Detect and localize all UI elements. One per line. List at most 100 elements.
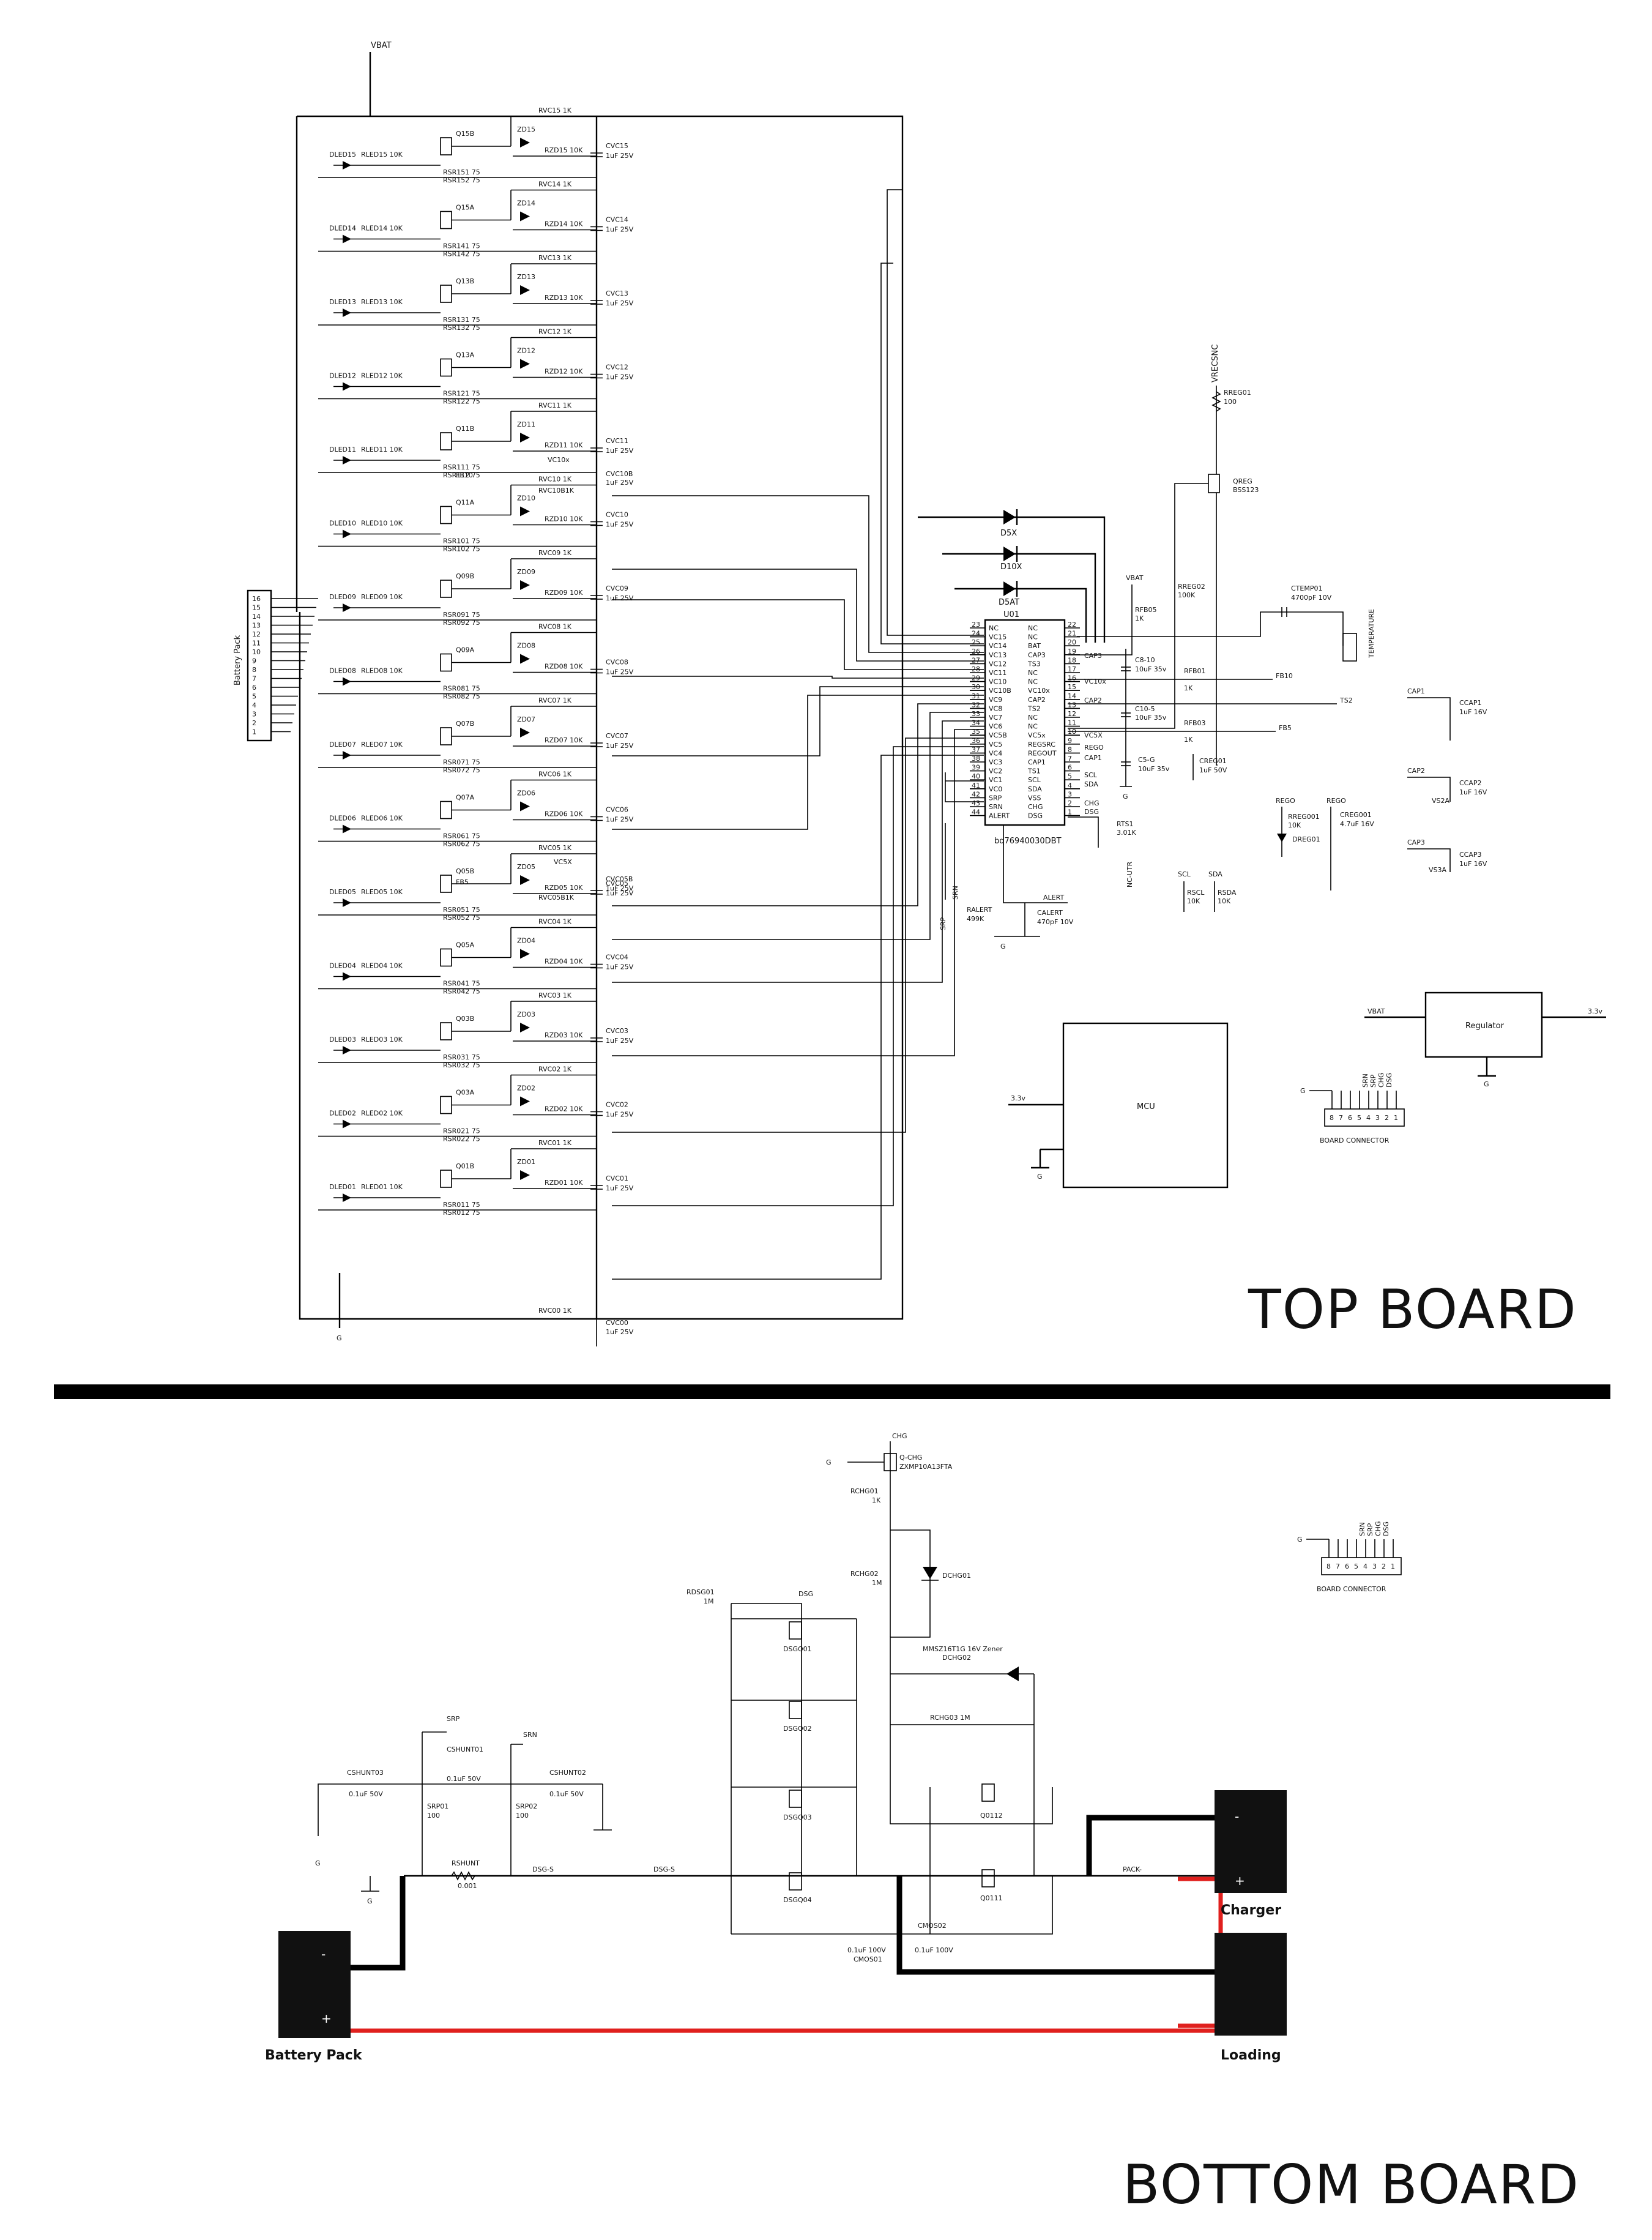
cell-mosfet: [440, 137, 452, 155]
ic-left-pin-num: 42: [972, 790, 980, 798]
ic-left-pin-name: NC: [989, 624, 999, 632]
rfb03-label: RFB03: [1184, 719, 1206, 727]
dled-label: DLED06: [329, 815, 356, 823]
rsr2-label: RSR012 75: [443, 1209, 480, 1217]
zener-label: ZD15: [517, 125, 535, 133]
bc-top-gnd: G: [1300, 1087, 1306, 1095]
rvc-label: RVC04 1K: [538, 918, 572, 926]
regulator-3v3: 3.3v: [1588, 1007, 1602, 1015]
charger-label: Charger: [1221, 1903, 1281, 1918]
qreg-part: BSS123: [1233, 486, 1259, 494]
cvc-value: 1uF 25V: [606, 742, 634, 750]
ralert-val: 499K: [967, 915, 984, 923]
mcu-block: MCU 3.3v G: [1008, 1022, 1229, 1189]
dsg-mosfet-label: DSGQ03: [783, 1813, 812, 1821]
status-led: [343, 1046, 351, 1055]
dled-label: DLED14: [329, 225, 356, 233]
cvc10b-label: CVC10B: [606, 470, 633, 478]
mosfet-label: Q15B: [456, 130, 474, 138]
diode-d10x-label: D10X: [1000, 562, 1022, 572]
c10-label: C10-5: [1135, 705, 1155, 713]
rego-label-2: REGO: [1326, 797, 1346, 805]
battery-pack-block: [278, 1931, 351, 2038]
ic-right-pin-name: SDA: [1028, 785, 1042, 793]
ic-left-pin-num: 36: [972, 737, 980, 745]
rled-label: RLED14 10K: [361, 225, 403, 233]
ic-wire-label: SDA: [1084, 780, 1098, 788]
rsr2-label: RSR062 75: [443, 840, 480, 848]
fb5-short-label: FB5: [456, 878, 469, 886]
rled-label: RLED04 10K: [361, 962, 403, 970]
rfb03-val: 1K: [1184, 736, 1193, 744]
ic-wire-label: SCL: [1084, 771, 1098, 779]
ic-right-pin-num: 9: [1068, 737, 1072, 745]
ic-right-pin-name: CAP1: [1028, 758, 1046, 766]
ic-left-pin-num: 27: [972, 656, 980, 664]
ic-right-pin-num: 12: [1068, 710, 1076, 718]
cshunt02-val: 0.1uF 50V: [549, 1790, 584, 1798]
qchg-label: Q-CHG: [899, 1454, 922, 1462]
zener-label: ZD14: [517, 200, 535, 207]
rsr2-label: RSR102 75: [443, 545, 480, 553]
cvc-value: 1uF 25V: [606, 963, 634, 971]
rfb05-label: RFB05: [1135, 606, 1157, 614]
status-led: [343, 751, 351, 760]
mcu-3v3: 3.3v: [1011, 1094, 1025, 1102]
rshunt-label: RSHUNT: [452, 1859, 480, 1867]
status-led: [343, 308, 351, 317]
rzd-label: RZD08 10K: [545, 663, 583, 671]
ic-left-pin-name: VC9: [989, 696, 1002, 704]
rzd-label: RZD01 10K: [545, 1179, 583, 1187]
dsg-mosfet: [789, 1872, 802, 1891]
cap1-label: CAP1: [1407, 687, 1425, 695]
cvc-value: 1uF 25V: [606, 299, 634, 307]
rsr1-label: RSR121 75: [443, 390, 480, 398]
ic-left-pin-name: VC6: [989, 723, 1002, 731]
ic-left-pin-name: ALERT: [989, 812, 1010, 820]
zener-label: ZD10: [517, 495, 535, 502]
rvc-label: RVC03 1K: [538, 991, 572, 999]
ic-right-pin-name: BAT: [1028, 642, 1041, 650]
rdsg01-label: RDSG01: [686, 1588, 715, 1596]
cvc-label: CVC07: [606, 732, 628, 740]
connector-pin-num: 7: [252, 675, 256, 683]
gnd-shunt: G: [367, 1897, 373, 1905]
zener-diode: [520, 1023, 530, 1032]
chg-label: CHG: [892, 1432, 907, 1440]
ic-left-pin-num: 39: [972, 764, 980, 772]
cvc-value: 1uF 25V: [606, 1184, 634, 1192]
ic-left-pin-name: VC5: [989, 741, 1002, 749]
ic-right-circuit: VRECSNC RREG01 100 QREG BSS123 RREG02 10…: [939, 345, 1487, 950]
rsr2-label: RSR082 75: [443, 693, 480, 701]
ic-left-pin-num: 35: [972, 728, 980, 736]
rzd-label: RZD12 10K: [545, 368, 583, 376]
rled-label: RLED12 10K: [361, 372, 403, 380]
rvc-label: RVC07 1K: [538, 696, 572, 704]
ic-left-pin-num: 37: [972, 745, 980, 753]
cmos02-val: 0.1uF 100V: [915, 1946, 953, 1954]
cell-mosfet: [440, 653, 452, 672]
zener-label: ZD03: [517, 1010, 535, 1018]
rsr2-label: RSR142 75: [443, 250, 480, 258]
dsg-mosfet-label: DSGQ02: [783, 1725, 812, 1733]
ic-left-pin-num: 25: [972, 638, 980, 646]
ic-right-pin-num: 19: [1068, 648, 1076, 655]
dled-label: DLED13: [329, 298, 356, 306]
connector-pin-num: 6: [252, 684, 256, 692]
dled-label: DLED11: [329, 446, 356, 454]
rzd-label: RZD04 10K: [545, 958, 583, 966]
ic-right-pin-name: REGOUT: [1028, 749, 1057, 757]
bc-top-pin: 4: [1366, 1114, 1371, 1122]
rvc-label: RVC14 1K: [538, 181, 572, 189]
bc-top-body: [1324, 1108, 1405, 1127]
dsg-mosfet-label: DSGQ04: [783, 1896, 812, 1904]
sda-label: SDA: [1208, 870, 1222, 878]
zener-label: ZD07: [517, 715, 535, 723]
fb10-label: FB10: [1276, 672, 1293, 680]
rsr2-label: RSR152 75: [443, 176, 480, 184]
